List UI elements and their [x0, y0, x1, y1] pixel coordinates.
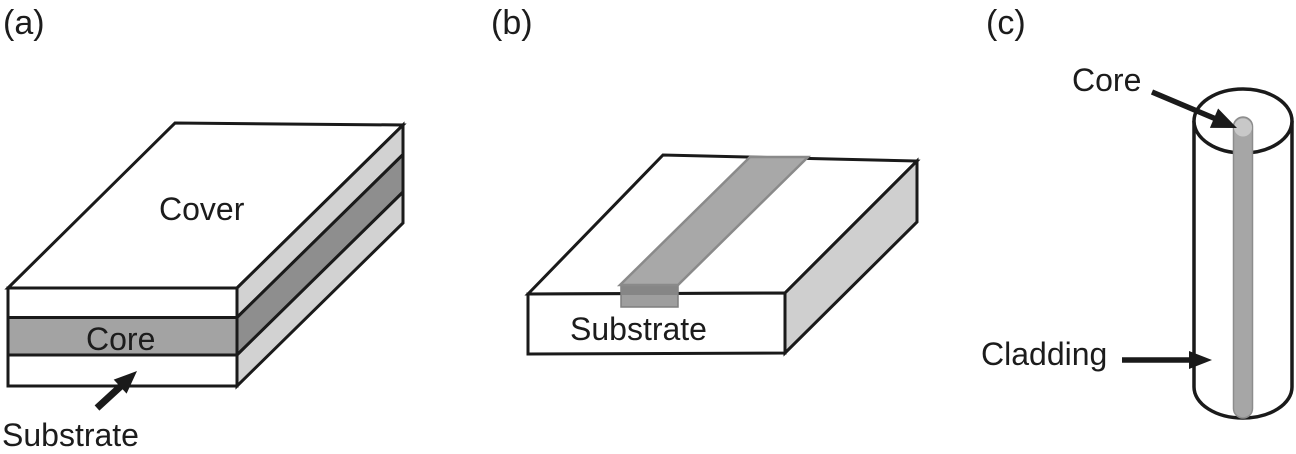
- cladding-label: Cladding: [981, 336, 1108, 372]
- strip-end-top-band: [622, 286, 677, 295]
- slab-a-substrate-front-face: [6, 353, 239, 388]
- panel-c-optical-fiber: [1122, 87, 1294, 420]
- cover-label: Cover: [159, 191, 245, 227]
- core-label-c: Core: [1072, 62, 1142, 98]
- fiber-core-rod: [1232, 116, 1254, 419]
- slab-b-front-face: [526, 291, 787, 356]
- strip-top-surface: [616, 155, 812, 287]
- panel-a-slab-waveguide: [4, 121, 407, 411]
- core-arrow: [1150, 89, 1237, 128]
- substrate-arrow: [94, 371, 137, 411]
- panel-b-tag: (b): [491, 4, 533, 42]
- panel-c-tag: (c): [986, 4, 1026, 42]
- substrate-label-a: Substrate: [2, 417, 139, 453]
- panel-b-channel-waveguide: [524, 153, 921, 357]
- cladding-arrowhead: [1189, 351, 1212, 369]
- core-label-a: Core: [86, 321, 156, 357]
- substrate-arrowhead: [113, 371, 137, 394]
- fiber-core-dot: [1234, 118, 1252, 137]
- cladding-arrow: [1122, 351, 1212, 369]
- panel-a-tag: (a): [3, 4, 45, 42]
- core-arrowhead: [1209, 108, 1237, 128]
- substrate-label-b: Substrate: [570, 311, 707, 347]
- slab-a-cover-front-face: [6, 286, 239, 319]
